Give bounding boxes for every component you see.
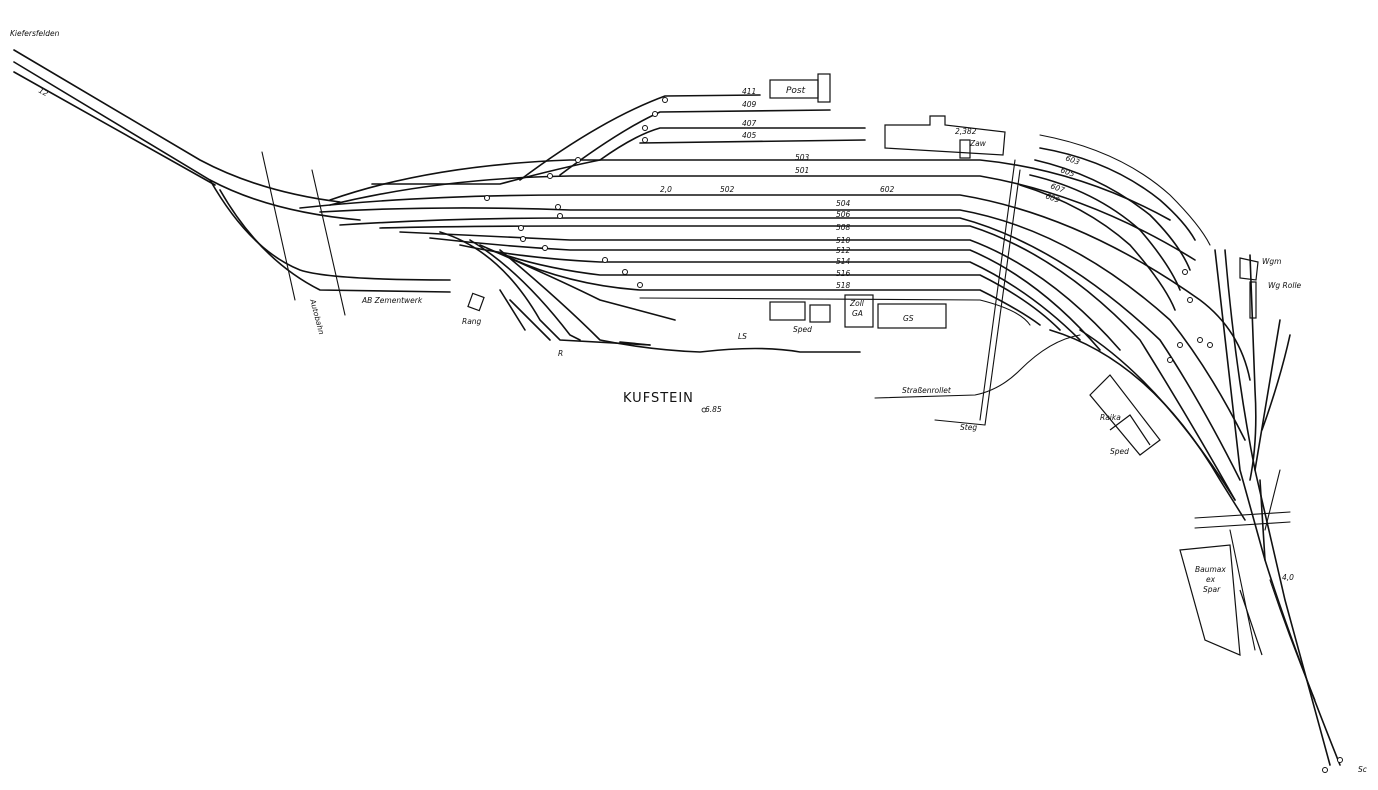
track-609: 609 (1044, 191, 1061, 204)
station-date: 6.85 (705, 405, 722, 414)
baumax-label: Baumax (1195, 565, 1226, 574)
track-409: 409 (742, 100, 757, 109)
km-12-label: 12 (37, 86, 50, 99)
lower-branches (209, 179, 861, 353)
track-518: 518 (836, 281, 851, 290)
track-411: 411 (742, 87, 756, 96)
km-40-label: 4,0 (1282, 573, 1294, 582)
track-501: 501 (795, 166, 809, 175)
track-516: 516 (836, 269, 851, 278)
station-tracks (299, 159, 1251, 501)
zoll-label: Zoll (849, 299, 865, 308)
track-405: 405 (742, 131, 757, 140)
track-502: 502 (720, 185, 735, 194)
track-602: 602 (880, 185, 895, 194)
copyright-mark (701, 407, 707, 413)
track-514: 514 (836, 257, 851, 266)
eastern-sidings (1019, 134, 1211, 311)
gs-label: GS (903, 314, 914, 323)
spedition-building-1 (769, 301, 806, 321)
ga-label: GA (852, 309, 863, 318)
upper-sidings (371, 94, 866, 185)
labels: Kiefersfelden 12 411 409 407 405 503 501… (10, 29, 1368, 774)
km-2382-label: 2,382 (955, 127, 977, 136)
zaw-label: Zaw (969, 139, 987, 148)
track-506: 506 (836, 210, 851, 219)
steg-label: Steg (960, 423, 977, 432)
autobahn-label: Autobahn (308, 297, 326, 336)
wgm-label: Wgm (1262, 257, 1281, 266)
signals (484, 97, 1343, 773)
strassenrollet-track (874, 334, 1081, 399)
steg-footbridge (934, 159, 1021, 426)
baumax-building (1179, 544, 1241, 656)
rang-label: Rang (462, 317, 482, 326)
track-508: 508 (836, 223, 851, 232)
track-503: 503 (795, 153, 810, 162)
track-603: 603 (1064, 153, 1081, 166)
wg-rolle-label: Wg Rolle (1268, 281, 1302, 290)
post-label: Post (786, 86, 806, 96)
track-510: 510 (836, 236, 851, 245)
wgm-building (1239, 257, 1259, 281)
buildings (467, 73, 1263, 656)
r-marker-label: R (558, 349, 563, 358)
kiefersfelden-label: Kiefersfelden (10, 29, 60, 38)
zoll-building (844, 294, 874, 328)
raika-building (1089, 374, 1161, 456)
strassenrollet-label: Straßenrollet (902, 386, 952, 395)
spar-label: Spar (1203, 585, 1221, 594)
schwaz-label: Sc (1358, 765, 1368, 774)
southern-tracks (1049, 249, 1341, 766)
track-605: 605 (1059, 165, 1076, 178)
autobahn-bridge (261, 151, 346, 316)
approach-tracks (13, 49, 361, 221)
ex-label: ex (1206, 575, 1216, 584)
rang-building (467, 292, 485, 312)
zementwerk-label: AB Zementwerk (361, 296, 423, 305)
raika-label: Raika (1100, 413, 1121, 422)
sped-label-2: Sped (1110, 447, 1129, 456)
sped-label-1: Sped (793, 325, 812, 334)
road-bridge (1194, 511, 1291, 529)
station-name: KUFSTEIN (623, 391, 694, 406)
track-512: 512 (836, 246, 851, 255)
station-building (884, 115, 1006, 156)
track-504: 504 (836, 199, 851, 208)
km-20-label: 2,0 (660, 185, 672, 194)
track-407: 407 (742, 119, 757, 128)
ls-label: LS (738, 332, 747, 341)
gs-building (877, 303, 947, 329)
